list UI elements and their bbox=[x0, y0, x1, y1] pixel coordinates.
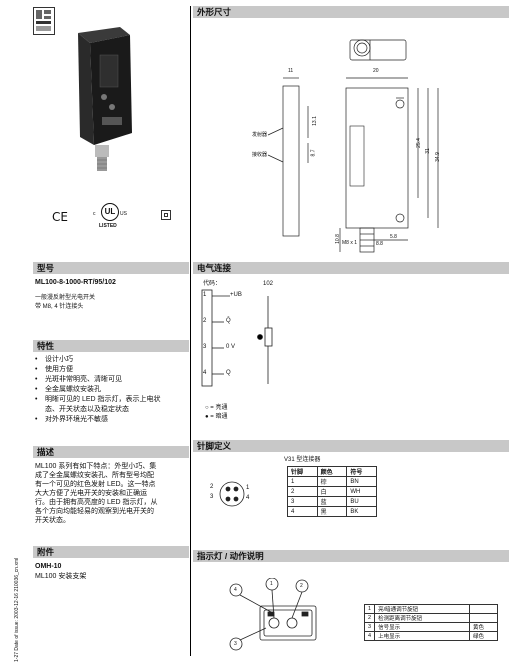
legend-light-on: ○ = 亮通 bbox=[205, 405, 228, 411]
feature-item: 明晰可见的 LED 指示灯，表示上电状 bbox=[33, 395, 189, 404]
features-list: 设计小巧 使用方便 光斑非常明亮、清晰可见 全金属螺纹安装孔 明晰可见的 LED… bbox=[33, 355, 189, 425]
led-callout-4: 4 bbox=[234, 587, 237, 593]
side-issue-text: 1-27 Date of issue: 2003-12-16 210036_cn… bbox=[14, 557, 20, 662]
product-desc-2: 带 M8, 4 针连接头 bbox=[35, 304, 84, 310]
feature-item-continued: 态、开关状态以及稳定状态 bbox=[45, 406, 129, 413]
dim-11: 11 bbox=[288, 68, 294, 74]
dim-20: 20 bbox=[373, 68, 379, 74]
dim-34-9: 34.9 bbox=[434, 152, 441, 162]
conn-pin-2: 2 bbox=[210, 484, 214, 490]
pin-table-header: 针脚 bbox=[287, 466, 318, 477]
feature-item: 设计小巧 bbox=[33, 355, 189, 364]
legend-dark-on: ● = 暗通 bbox=[205, 414, 228, 420]
receiver-label: 接收器 bbox=[252, 152, 268, 158]
ul-listed-icon: UL c US LISTED bbox=[92, 203, 128, 233]
pin-table-header: 符号 bbox=[346, 466, 377, 477]
description-text: ML100 系列有如下特点：外型小巧、集 成了全金属螺纹安装孔、所有型号均配 有… bbox=[35, 463, 158, 524]
wire-pin-1: 1 bbox=[203, 292, 207, 298]
led-callout-3: 3 bbox=[234, 641, 237, 647]
model-code: ML100-8-1000-RT/95/102 bbox=[35, 279, 116, 286]
wire-label-qbar: Q̄ bbox=[226, 318, 231, 324]
wire-label-q: Q bbox=[226, 370, 231, 376]
dim-5-8: 5.8 bbox=[390, 234, 397, 240]
code-label: 代码： bbox=[203, 281, 222, 287]
wire-pin-2: 2 bbox=[203, 318, 207, 324]
code-value: 102 bbox=[263, 281, 274, 287]
column-divider bbox=[190, 6, 191, 656]
wire-pin-4: 4 bbox=[203, 370, 207, 376]
section-header-electrical: 电气连接 bbox=[193, 262, 509, 274]
dim-31: 31 bbox=[424, 148, 431, 154]
feature-item: 全金属螺纹安装孔 bbox=[33, 385, 189, 394]
feature-item: 使用方便 bbox=[33, 365, 189, 374]
wire-label-ub: +UB bbox=[230, 292, 242, 298]
section-header-dimensions: 外形尺寸 bbox=[193, 6, 509, 18]
dim-m8: M8 x 1 bbox=[342, 240, 358, 246]
connector-face: 2 3 1 4 bbox=[206, 478, 256, 518]
wire-label-0v: 0 V bbox=[226, 344, 236, 350]
product-desc-1: 一般漫反射型光电开关 bbox=[35, 295, 96, 301]
dim-8-7: 8.7 bbox=[310, 149, 317, 157]
dimension-drawing: 11 20 13.1 8.7 25.4 31 34.9 10.8 5.8 8.8… bbox=[250, 28, 450, 257]
double-insulation-icon bbox=[161, 210, 171, 220]
dim-25-4: 25.4 bbox=[415, 138, 422, 148]
section-header-accessories: 附件 bbox=[33, 546, 189, 558]
conn-pin-4: 4 bbox=[246, 495, 250, 501]
wire-pin-3: 3 bbox=[203, 344, 207, 350]
feature-item: 对外界环境光不敏感 bbox=[33, 415, 189, 424]
led-drawing: 4 1 2 3 bbox=[228, 577, 328, 653]
section-header-description: 描述 bbox=[33, 446, 189, 458]
accessory-name: ML100 安装支架 bbox=[35, 573, 87, 580]
product-logo bbox=[33, 7, 55, 35]
dim-8-8: 8.8 bbox=[376, 241, 383, 247]
section-header-features: 特性 bbox=[33, 340, 189, 352]
feature-item: 光斑非常明亮、清晰可见 bbox=[33, 375, 189, 384]
conn-pin-1: 1 bbox=[246, 485, 250, 491]
led-callout-1: 1 bbox=[270, 581, 273, 587]
pin-table-header: 颜色 bbox=[316, 466, 348, 477]
pin-table-caption: V31 型连接器 bbox=[284, 457, 321, 463]
product-photo bbox=[60, 25, 135, 175]
section-header-pinout: 针脚定义 bbox=[193, 440, 509, 452]
led-callout-2: 2 bbox=[300, 583, 303, 589]
ce-mark-icon: CE bbox=[52, 210, 68, 224]
section-header-model: 型号 bbox=[33, 262, 189, 274]
dim-13-1: 13.1 bbox=[311, 116, 318, 126]
wiring-diagram: 1 2 3 4 +UB Q̄ 0 V Q bbox=[200, 288, 310, 388]
accessory-code: OMH-10 bbox=[35, 563, 62, 570]
section-header-led: 指示灯 / 动作说明 bbox=[193, 550, 509, 562]
emitter-label: 发射器 bbox=[252, 132, 268, 138]
conn-pin-3: 3 bbox=[210, 494, 214, 500]
dim-10-8: 10.8 bbox=[334, 234, 341, 244]
